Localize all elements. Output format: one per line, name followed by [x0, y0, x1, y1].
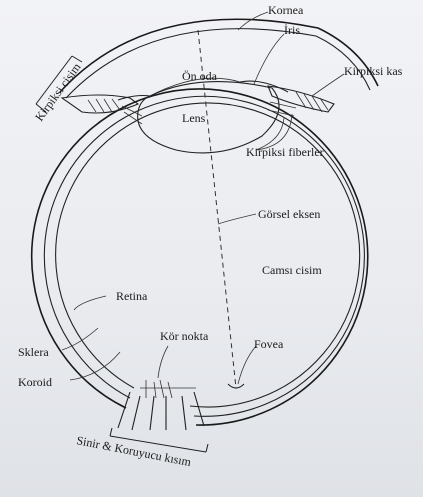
ciliary-body-bracket: [35, 55, 83, 113]
iris-right: [239, 80, 289, 93]
label-kirpiksi-kas: Kirpiksi kas: [344, 64, 403, 78]
fovea-dip: [227, 383, 245, 389]
nerve-bracket: [109, 427, 209, 453]
ciliary-body-left: [60, 94, 140, 114]
label-gorsel-eksen: Görsel eksen: [258, 207, 320, 221]
optic-nerve: [117, 379, 205, 431]
sclera-layer: [30, 88, 369, 426]
retina-layer: [55, 102, 361, 408]
ciliary-fibers: [121, 101, 297, 125]
label-lens: Lens: [182, 111, 206, 125]
ciliary-body-right: [267, 85, 335, 113]
label-iris: İris: [284, 23, 300, 37]
label-kor-nokta: Kör nokta: [160, 329, 209, 343]
visual-axis: [197, 29, 237, 389]
lens: [137, 81, 280, 154]
label-camsi-cisim: Camsı cisim: [262, 263, 322, 277]
label-sinir-koruyucu: Sinir & Koruyucu kısım: [75, 433, 193, 469]
label-fovea: Fovea: [254, 337, 284, 351]
leader-lines: [61, 11, 345, 385]
label-retina: Retina: [116, 289, 148, 303]
iris-left: [117, 94, 151, 101]
label-kirpiksi-fiberler: Kirpiksi fiberler: [246, 145, 324, 159]
label-on-oda: Ön oda: [182, 69, 218, 83]
label-sklera: Sklera: [18, 345, 49, 359]
cornea: [59, 18, 379, 99]
label-kirpiksi-cisim: Kirpiksi cisim: [32, 60, 84, 124]
choroid-layer: [43, 95, 365, 417]
label-kornea: Kornea: [268, 3, 304, 17]
label-koroid: Koroid: [18, 375, 52, 389]
